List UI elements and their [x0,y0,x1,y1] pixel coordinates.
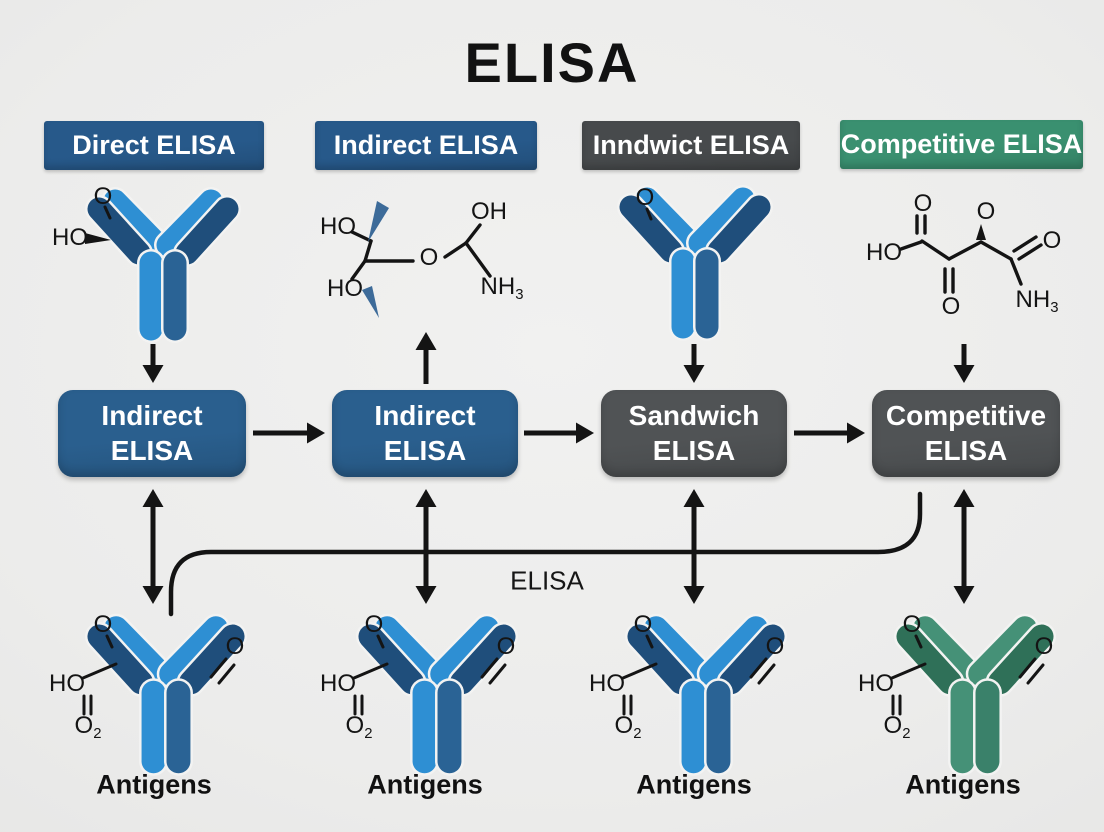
page-title: ELISA [464,31,640,94]
chem-label: O [941,293,961,320]
flow-arrow-2 [524,422,594,444]
chem-bond-sandwich [645,207,653,221]
chem-label: HO [327,275,363,302]
antigen-label-3: Antigens [636,769,752,800]
chem-label: O [913,190,933,217]
antigen-label-4: Antigens [905,769,1021,800]
chem-label: O [765,633,785,660]
flow-box-sandwich: Sandwich ELISA [601,390,787,477]
flow-box-line2: ELISA [383,434,467,466]
header-label: Inndwict ELISA [592,130,790,160]
header-label: Indirect ELISA [333,130,519,160]
antibody-bottom-4 [893,613,1057,776]
chem-label: HO [866,239,902,266]
double-arrow-4 [953,489,975,604]
chem-label: O2 [74,711,102,743]
chem-label: NH3 [480,272,524,304]
chem-label: O [633,611,653,638]
chem-label: O [225,633,245,660]
chem-label: O [976,198,996,225]
flow-box-line2: ELISA [110,434,194,466]
chem-label: HO [320,670,356,697]
flow-box-competitive: Competitive ELISA [872,390,1060,477]
header-indirect-elisa: Indirect ELISA [315,121,537,170]
chem-label: O [1034,633,1054,660]
chem-label: O [93,611,113,638]
antibody-bottom-3 [624,613,788,776]
down-arrow-4 [953,344,975,383]
chem-label: HO [49,670,85,697]
header-inndwict-elisa: Inndwict ELISA [582,121,800,170]
antigen-label-2: Antigens [367,769,483,800]
connector-curve [168,491,923,617]
chem-structure-competitive [899,214,1043,294]
chem-label: O [902,611,922,638]
chem-label: NH3 [1015,285,1059,317]
chem-label: HO [858,670,894,697]
chem-label: O [93,183,113,210]
chem-bonds-bottom [81,634,1045,716]
antigen-label-1: Antigens [96,769,212,800]
chem-label: O2 [614,711,642,743]
header-competitive-elisa: Competitive ELISA [840,120,1083,169]
flow-box-line2: ELISA [924,434,1008,466]
double-arrow-2 [415,489,437,604]
header-label: Direct ELISA [72,130,236,160]
header-label: Competitive ELISA [840,129,1083,159]
chem-label: O [496,633,516,660]
flow-arrow-3 [794,422,865,444]
flow-box-line2: ELISA [652,434,736,466]
flow-box-indirect-1: Indirect ELISA [58,390,246,477]
flow-box-indirect-2: Indirect ELISA [332,390,518,477]
chem-structure-indirect [350,201,492,318]
flow-box-line1: Indirect [101,400,203,432]
chem-label: OH [471,198,507,225]
chem-label: O [419,244,439,271]
flow-box-line1: Indirect [374,400,476,432]
chem-label: HO [589,670,625,697]
chem-label: O [364,611,384,638]
flow-arrow-1 [253,422,325,444]
header-direct-elisa: Direct ELISA [44,121,264,170]
chem-label: HO [320,213,356,240]
chem-structure-direct [85,205,112,244]
chem-label: O2 [883,711,911,743]
flow-box-line1: Competitive [885,400,1047,432]
center-elisa-label: ELISA [510,565,584,596]
down-arrow-3 [683,344,705,383]
double-arrow-3 [683,489,705,604]
antibody-top-direct [85,187,241,343]
antibody-bottom-2 [355,613,519,776]
down-arrow-1 [142,344,164,383]
antibody-bottom-1 [84,613,248,776]
up-arrow-2 [415,332,437,384]
chem-label: O [1042,227,1062,254]
chem-label: O2 [345,711,373,743]
chem-label: HO [52,224,88,251]
chem-label: O [635,184,655,211]
flow-box-line1: Sandwich [628,400,760,432]
double-arrow-1 [142,489,164,604]
antibody-top-sandwich [617,185,773,341]
